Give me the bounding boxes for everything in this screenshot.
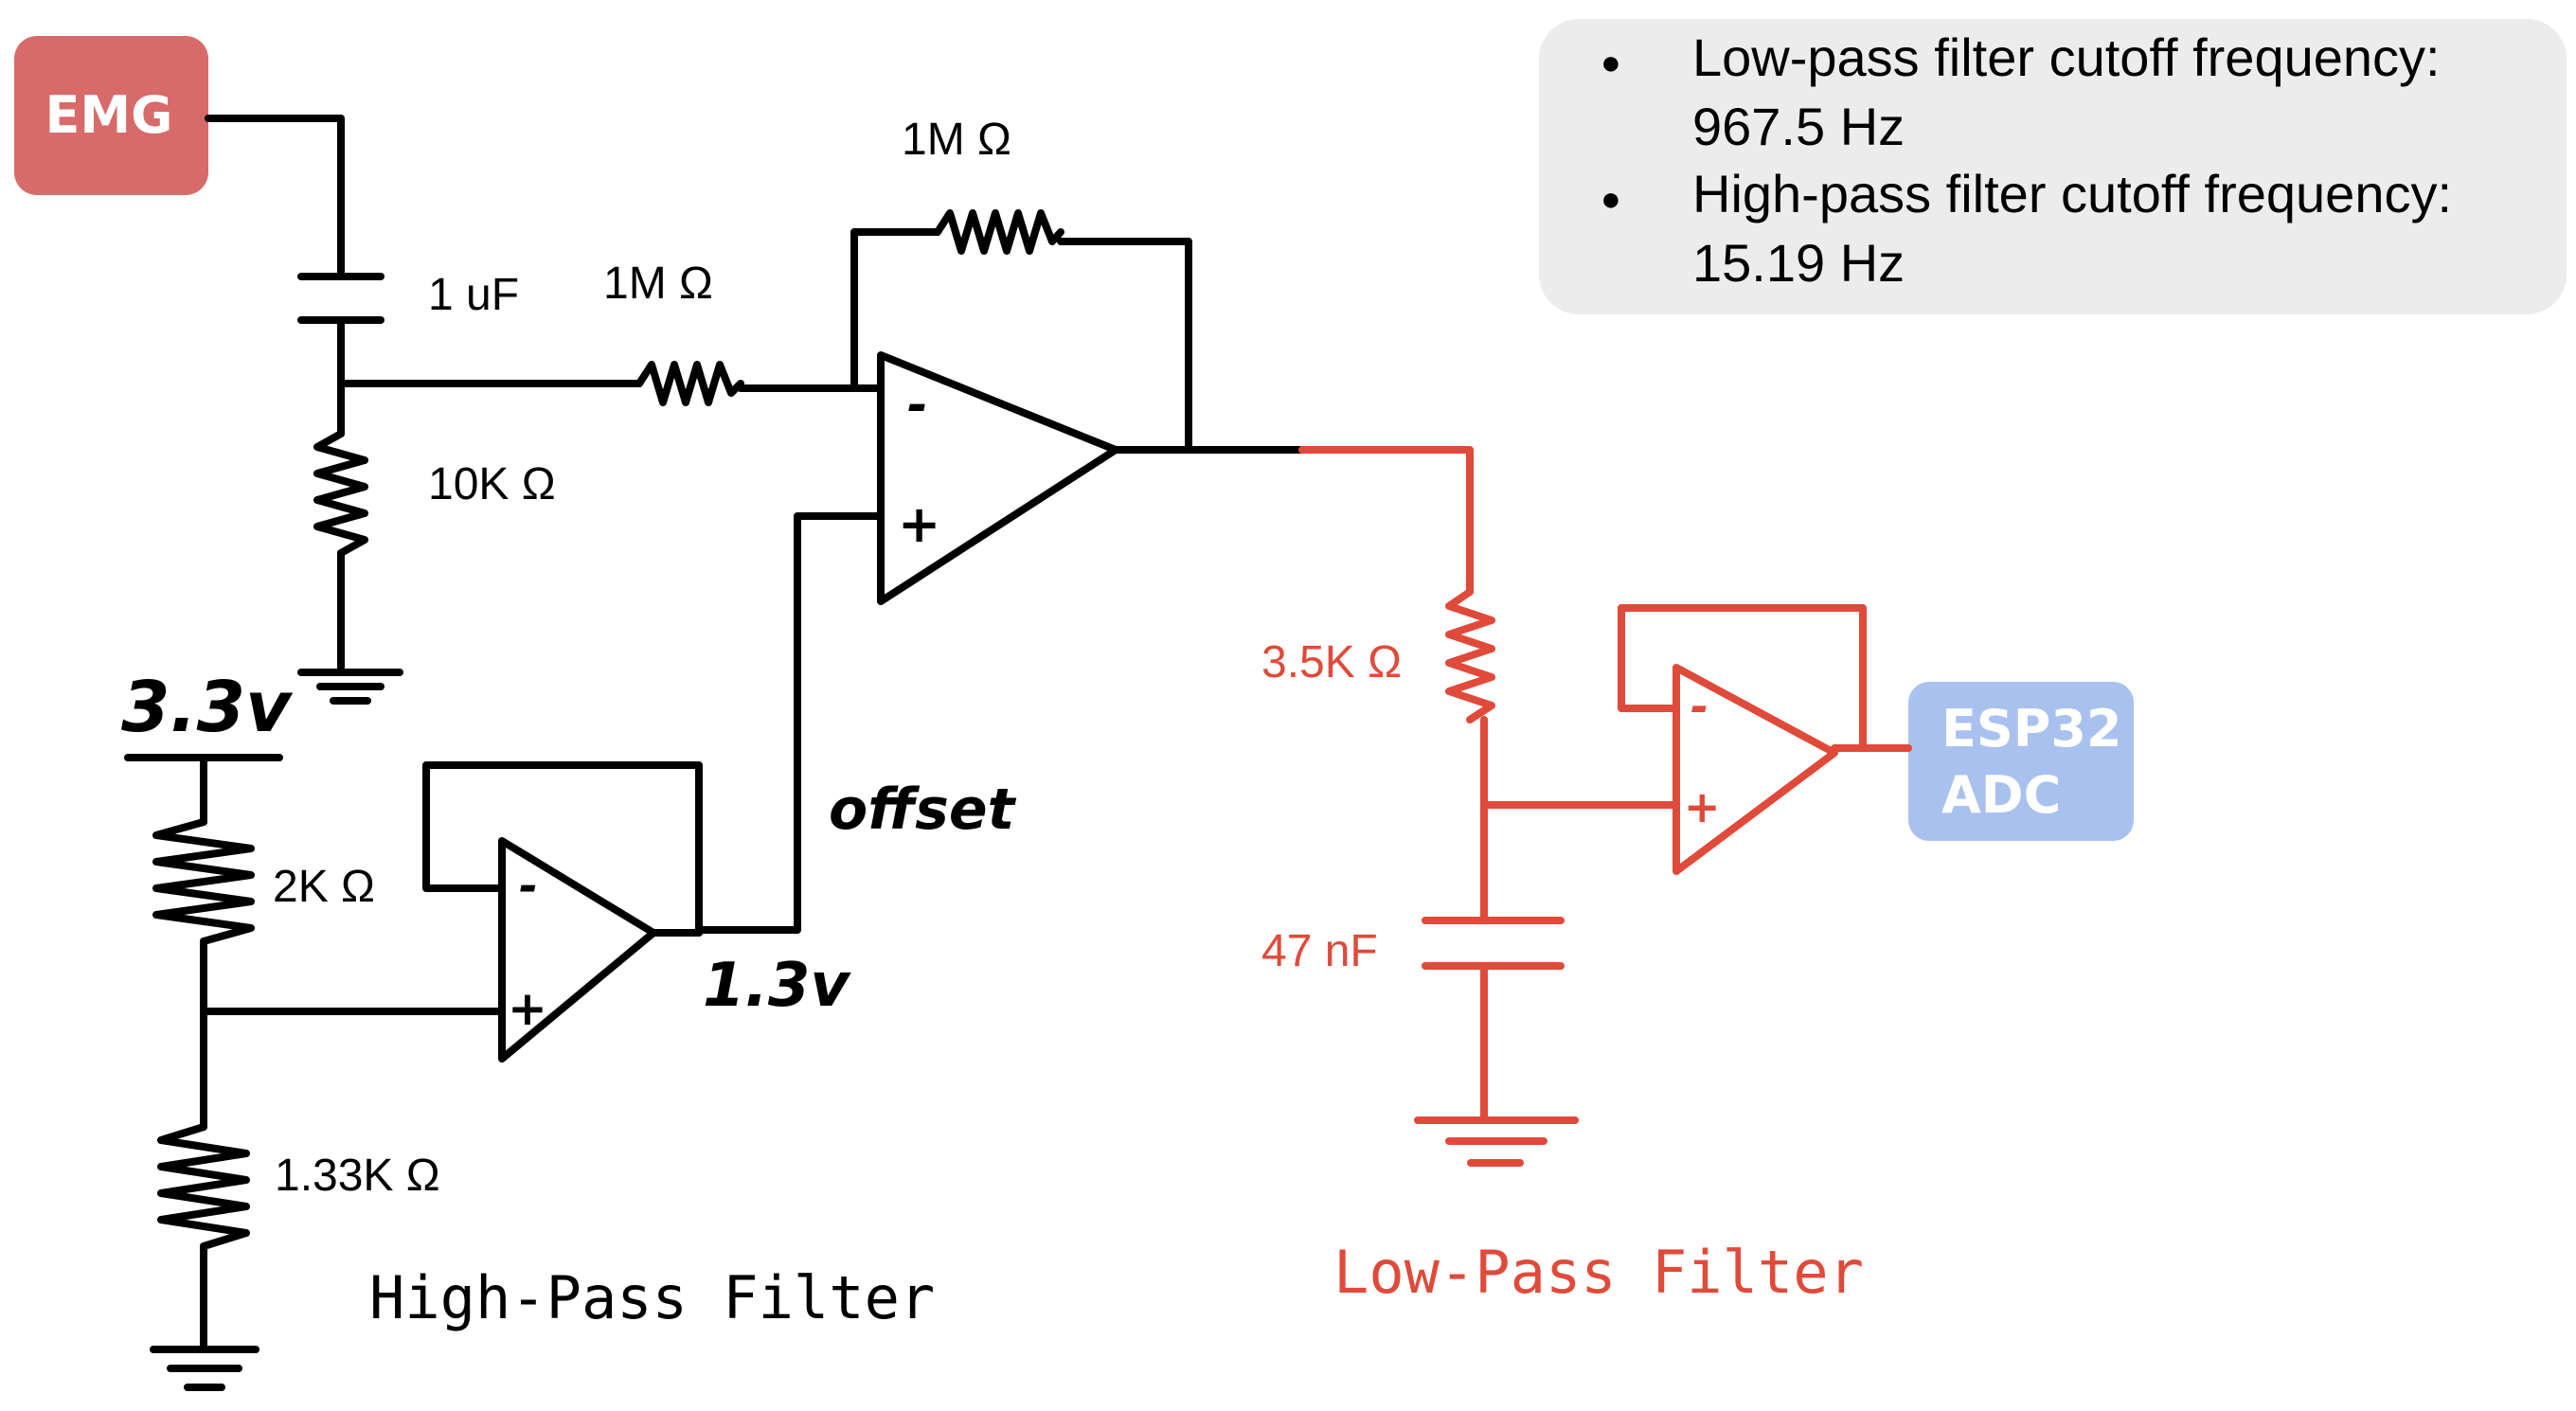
label-resistor-2k: 2K Ω bbox=[273, 862, 375, 912]
main-opamp-plus-sign: + bbox=[898, 494, 940, 554]
emg-label: EMG bbox=[45, 85, 173, 145]
buffer-opamp-minus-sign: - bbox=[519, 860, 538, 913]
label-resistor-3-5k: 3.5K Ω bbox=[1261, 637, 1402, 688]
voltage-labels: 3.3v 1.3v offset bbox=[121, 667, 1017, 1021]
label-capacitor-1uf: 1 uF bbox=[428, 270, 519, 320]
emg-box bbox=[14, 36, 208, 195]
esp32-adc-block: ESP32 ADC bbox=[1908, 682, 2134, 841]
esp32-label-line2: ADC bbox=[1941, 765, 2061, 825]
note-lowpass-line1: Low-pass filter cutoff frequency: bbox=[1692, 27, 2441, 87]
label-resistor-1m-input: 1M Ω bbox=[603, 259, 713, 309]
opamp-lowpass-buffer-body bbox=[1673, 664, 1838, 875]
label-resistor-1-33k: 1.33K Ω bbox=[275, 1151, 440, 1201]
resistor-1-33k bbox=[157, 1123, 250, 1250]
resistor-3-5k bbox=[1445, 588, 1495, 723]
cutoff-frequency-note: ● Low-pass filter cutoff frequency: 967.… bbox=[1539, 19, 2567, 314]
high-pass-wiring bbox=[124, 115, 1306, 1391]
wire-emg-to-cap bbox=[205, 115, 345, 280]
note-highpass-line1: High-pass filter cutoff frequency: bbox=[1692, 164, 2452, 223]
title-low-pass-filter: Low-Pass Filter bbox=[1333, 1238, 1864, 1307]
main-opamp-minus-sign: - bbox=[907, 377, 928, 434]
wire-feedback-left bbox=[850, 228, 941, 392]
wire-feedback-right bbox=[1057, 238, 1192, 454]
label-capacitor-47nf: 47 nF bbox=[1261, 926, 1378, 976]
note-background bbox=[1539, 19, 2567, 314]
label-resistor-10k: 10K Ω bbox=[428, 459, 556, 509]
note-lowpass-line2: 967.5 Hz bbox=[1692, 97, 1905, 156]
esp32-label-line1: ESP32 bbox=[1941, 699, 2122, 759]
component-labels: 1 uF 1M Ω 1M Ω 10K Ω 2K Ω 1.33K Ω 3.5K Ω… bbox=[273, 115, 1402, 1201]
wire-lp-buffer-feedback bbox=[1618, 604, 1867, 752]
buffer-opamp-plus-sign: + bbox=[508, 981, 547, 1036]
label-offset-1v3: 1.3v bbox=[703, 951, 851, 1021]
note-bullet-highpass: ● bbox=[1601, 179, 1621, 218]
opamp-sign-labels: - + - + - + bbox=[508, 377, 1721, 1036]
note-bullet-lowpass: ● bbox=[1601, 43, 1621, 81]
label-offset: offset bbox=[829, 777, 1017, 843]
opamp-buffer-body bbox=[498, 837, 657, 1063]
esp32-box bbox=[1908, 682, 2134, 841]
resistor-2k bbox=[152, 818, 255, 945]
wire-buffer-feedback bbox=[422, 761, 703, 937]
resistor-10k bbox=[313, 430, 368, 557]
note-highpass-line2: 15.19 Hz bbox=[1692, 233, 1905, 293]
title-high-pass-filter: High-Pass Filter bbox=[369, 1263, 935, 1332]
wire-offset-to-main-plus bbox=[695, 512, 885, 934]
emg-source-block: EMG bbox=[14, 36, 208, 195]
resistor-1m-feedback bbox=[934, 209, 1064, 255]
label-supply-3v3: 3.3v bbox=[121, 667, 294, 748]
section-titles: High-Pass Filter Low-Pass Filter bbox=[369, 1238, 1864, 1332]
label-resistor-1m-feedback: 1M Ω bbox=[902, 115, 1011, 165]
lp-opamp-minus-sign: - bbox=[1690, 681, 1708, 732]
wire-lowpass-input bbox=[1298, 446, 1474, 596]
resistor-1m-input bbox=[635, 361, 744, 406]
lp-opamp-plus-sign: + bbox=[1684, 781, 1721, 832]
low-pass-wiring bbox=[1298, 446, 1912, 1167]
opamp-main-body bbox=[877, 351, 1119, 605]
